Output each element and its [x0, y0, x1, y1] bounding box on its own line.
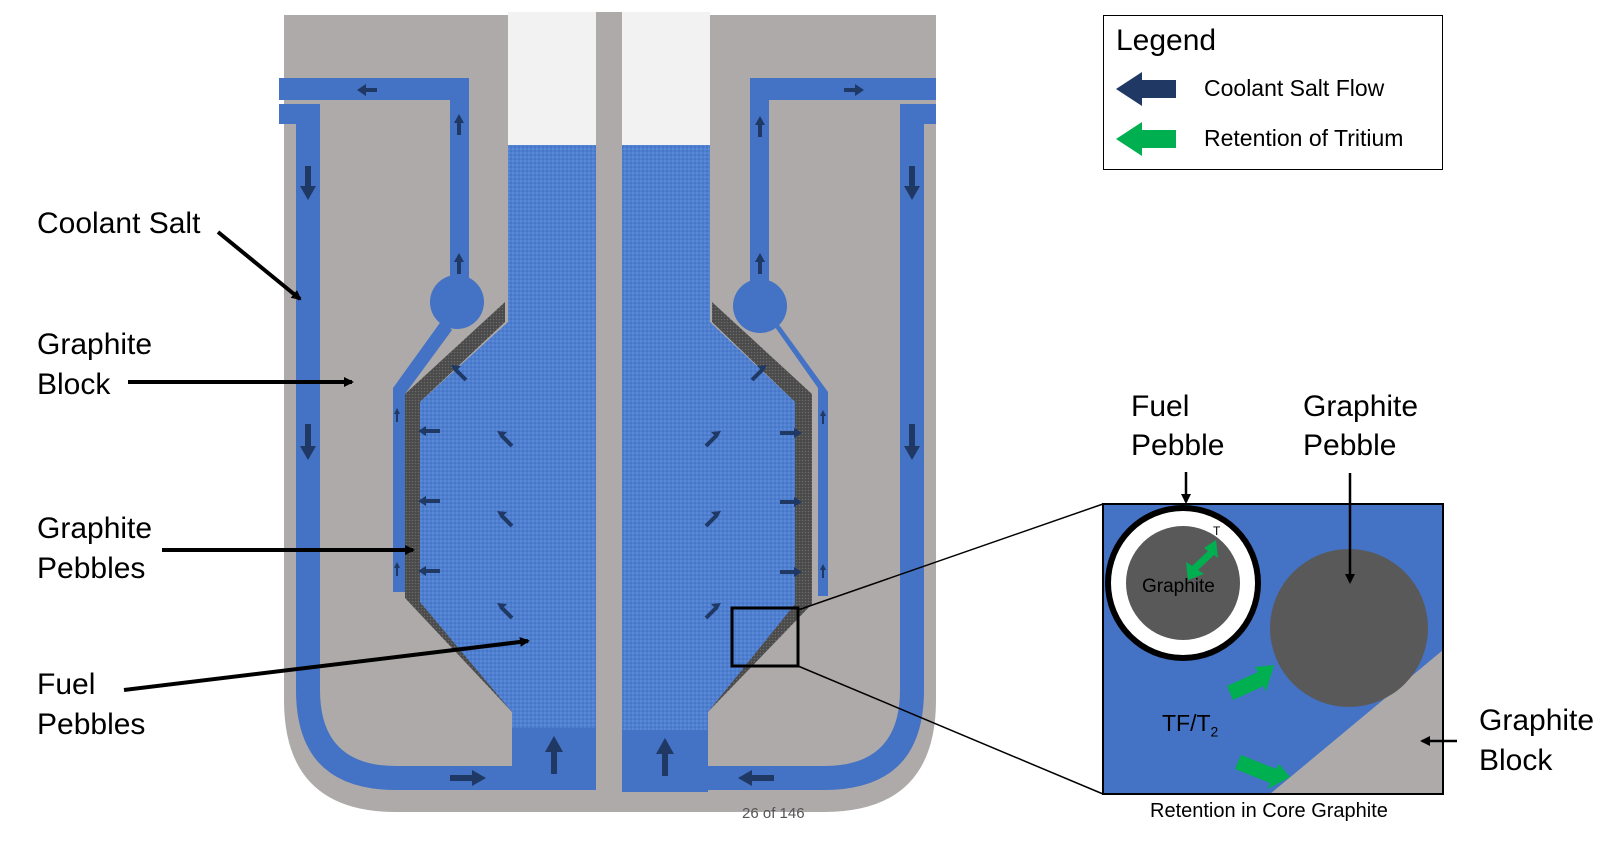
center-divider	[596, 12, 622, 792]
flow-arrow	[453, 367, 468, 382]
flow-arrow	[844, 84, 864, 96]
flow-arrow	[357, 84, 377, 96]
zoom-line-top	[797, 503, 1104, 611]
riser-right	[750, 78, 769, 293]
coolant-flow-arrows	[300, 84, 920, 786]
flow-arrow	[904, 424, 920, 460]
flow-arrow	[820, 410, 826, 424]
inset-border	[1102, 503, 1444, 795]
flow-arrow	[300, 424, 316, 460]
zoom-line-bottom	[797, 665, 1104, 795]
flow-arrow	[780, 428, 802, 438]
flow-arrow	[755, 116, 765, 137]
flow-arrow	[656, 738, 674, 776]
flow-arrow	[738, 770, 774, 786]
legend-item-tritium: Retention of Tritium	[1116, 121, 1436, 157]
fuel-pebbles-label-2: Pebbles	[37, 708, 146, 741]
inset-graphite-pebble-label-2: Pebble	[1303, 429, 1397, 462]
empty-top-left	[508, 12, 596, 145]
tritium-arrow-down	[1235, 755, 1290, 789]
fuel-pebbles-label-1: Fuel	[37, 668, 96, 701]
flow-arrow	[394, 562, 400, 576]
flow-arrow	[704, 433, 719, 448]
flow-arrow	[418, 426, 440, 436]
inner-coolant-left	[393, 320, 452, 592]
inset-fuel-label-1: Fuel	[1131, 390, 1190, 423]
inset-t-label: T	[1213, 524, 1221, 538]
flow-arrow	[497, 511, 507, 518]
flow-arrow	[780, 497, 802, 507]
inset-graphite-block-label-2: Block	[1479, 744, 1553, 777]
inset-graphite-core-label: Graphite	[1142, 576, 1215, 597]
legend-item-coolant: Coolant Salt Flow	[1116, 71, 1436, 107]
tritium-retention-arrow-icon	[1116, 122, 1176, 156]
flow-arrow	[499, 513, 514, 528]
graphite-pebbles-label-2: Pebbles	[37, 552, 146, 585]
top-header-right	[750, 78, 936, 100]
legend-label-tritium: Retention of Tritium	[1204, 125, 1404, 151]
coolant-flow-arrow-icon	[1116, 72, 1176, 106]
inset-caption: Retention in Core Graphite	[1150, 800, 1388, 822]
flow-arrow	[780, 567, 802, 577]
bulb-right	[733, 279, 787, 333]
inset-tf-label: TF/T2	[1162, 710, 1219, 740]
inset-graphite-pebble-label-1: Graphite	[1303, 390, 1419, 423]
inset-fuel-label-2: Pebble	[1131, 429, 1225, 462]
bulb-left	[430, 275, 484, 329]
outer-coolant-channel-right	[620, 104, 936, 790]
flow-arrow	[454, 253, 464, 274]
legend: Legend Coolant Salt Flow Retention of Tr…	[1103, 15, 1443, 170]
zoom-box	[730, 606, 800, 668]
graphite-block-label-2: Block	[37, 368, 111, 401]
riser-left	[450, 78, 469, 293]
flow-arrow	[497, 431, 507, 438]
flow-arrow	[704, 513, 719, 528]
flow-arrow	[711, 431, 721, 438]
flow-arrow	[711, 603, 721, 610]
flow-arrow	[904, 166, 920, 200]
flow-arrow	[418, 496, 440, 506]
flow-arrow	[497, 603, 507, 610]
tritium-arrows	[1186, 540, 1290, 789]
flow-arrow	[704, 605, 719, 620]
flow-arrow	[755, 253, 765, 274]
inset-graphite-block-label-1: Graphite	[1479, 704, 1595, 737]
flow-arrow	[757, 365, 767, 372]
legend-title: Legend	[1116, 24, 1217, 57]
flow-arrow	[499, 433, 514, 448]
coolant-salt-label: Coolant Salt	[37, 207, 201, 240]
fuel-pebbles-callout	[123, 636, 530, 692]
flow-arrow	[451, 365, 461, 372]
flow-arrow	[711, 511, 721, 518]
flow-arrow	[750, 367, 765, 382]
flow-arrow	[820, 564, 826, 578]
graphite-pebble	[1270, 549, 1428, 707]
flow-arrow	[394, 408, 400, 422]
flow-arrow	[454, 114, 464, 135]
graphite-pebbles-label-1: Graphite	[37, 512, 153, 545]
diagonal-flow-arrows	[451, 365, 767, 620]
flow-arrow	[545, 736, 563, 774]
tritium-arrow-up	[1227, 665, 1274, 700]
legend-label-coolant: Coolant Salt Flow	[1204, 75, 1385, 101]
flow-arrow	[499, 605, 514, 620]
outer-coolant-channel	[279, 104, 608, 790]
tritium-arrow-fuel	[1186, 540, 1218, 580]
flow-arrow	[300, 166, 316, 200]
page-number: 26 of 146	[742, 805, 805, 822]
flow-arrow	[450, 770, 486, 786]
empty-top-right	[622, 12, 710, 145]
callout-arrows	[123, 230, 530, 692]
graphite-block-label-1: Graphite	[37, 328, 153, 361]
coolant-salt-callout	[216, 230, 302, 301]
inset-panel	[1102, 472, 1457, 795]
flow-arrow	[418, 566, 440, 576]
